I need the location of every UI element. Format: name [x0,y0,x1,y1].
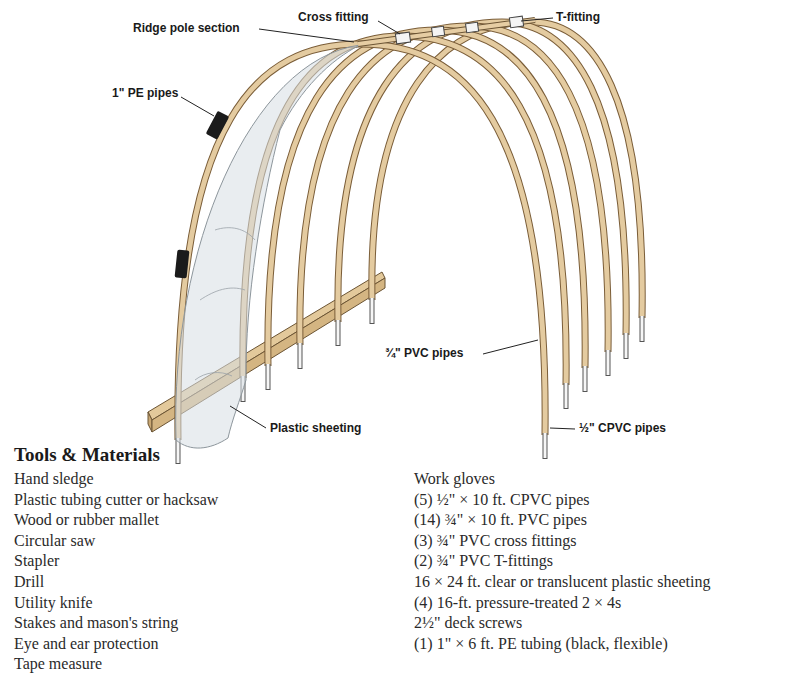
fitting [432,26,445,37]
pvc-arch [268,30,585,368]
cpvc-stake [624,333,629,359]
cpvc-stake [337,320,340,345]
cpvc-stake [584,366,587,391]
cpvc-stake [625,333,628,358]
callout-label: 1" PE pipes [112,86,178,100]
callout-label: Ridge pole section [133,21,240,35]
ridge-pole [358,20,535,44]
pvc-arch [268,30,585,368]
callout-label: Plastic sheeting [270,421,361,435]
fitting [466,22,479,33]
t-fitting [509,16,523,28]
cpvc-stake [298,343,303,369]
list-heading: Tools & Materials [14,444,160,466]
material-item: (2) ¾" PVC T-fittings [414,552,553,570]
pvc-arch [372,22,642,318]
material-item: (1) 1" × 6 ft. PE tubing (black, flexibl… [414,635,668,653]
callout-label: Cross fitting [298,10,369,24]
callout-label: T-fitting [556,10,600,24]
tool-item: Utility knife [14,594,93,612]
tool-item: Wood or rubber mallet [14,511,159,529]
sheeting-wrinkle [195,228,255,380]
cpvc-stake [299,343,302,368]
tool-item: Tape measure [14,655,102,673]
callout-label: ¾" PVC pipes [385,346,463,360]
pe-pipe-piece [175,249,190,278]
cpvc-stake [565,383,568,408]
cpvc-stake [607,350,610,375]
leader-lines [181,18,575,429]
tool-item: Stakes and mason's string [14,614,178,632]
cpvc-stake [370,298,375,324]
callout-label: ½" CPVC pipes [579,421,666,435]
material-item: (14) ¾" × 10 ft. PVC pipes [414,511,587,529]
cpvc-stake [583,366,588,392]
cpvc-stake [606,350,611,376]
cpvc-stake [267,364,270,389]
material-item: 2½" deck screws [414,614,522,632]
tool-item: Hand sledge [14,470,94,488]
material-item: (3) ¾" PVC cross fittings [414,532,577,550]
tool-item: Eye and ear protection [14,635,158,653]
pe-pipe-piece [206,111,230,140]
cpvc-stake [564,383,569,409]
cpvc-stake [336,320,341,346]
cpvc-stake [543,433,548,459]
ridge-pole [358,20,535,44]
tool-item: Plastic tubing cutter or hacksaw [14,491,218,509]
plastic-sheeting [176,45,360,448]
cpvc-stake [371,298,374,323]
tool-item: Drill [14,573,44,591]
material-item: Work gloves [414,470,495,488]
cpvc-stake [640,316,645,342]
base-board-end [148,412,152,432]
cpvc-stake [266,364,271,390]
pvc-arch [372,22,642,318]
cpvc-stake [641,316,644,341]
tool-item: Stapler [14,552,59,570]
material-item: (5) ½" × 10 ft. CPVC pipes [414,491,590,509]
material-item: 16 × 24 ft. clear or translucent plastic… [414,573,710,591]
cross-fitting [395,32,410,44]
tool-item: Circular saw [14,532,95,550]
material-item: (4) 16-ft. pressure-treated 2 × 4s [414,594,621,612]
cpvc-stake [544,433,547,458]
